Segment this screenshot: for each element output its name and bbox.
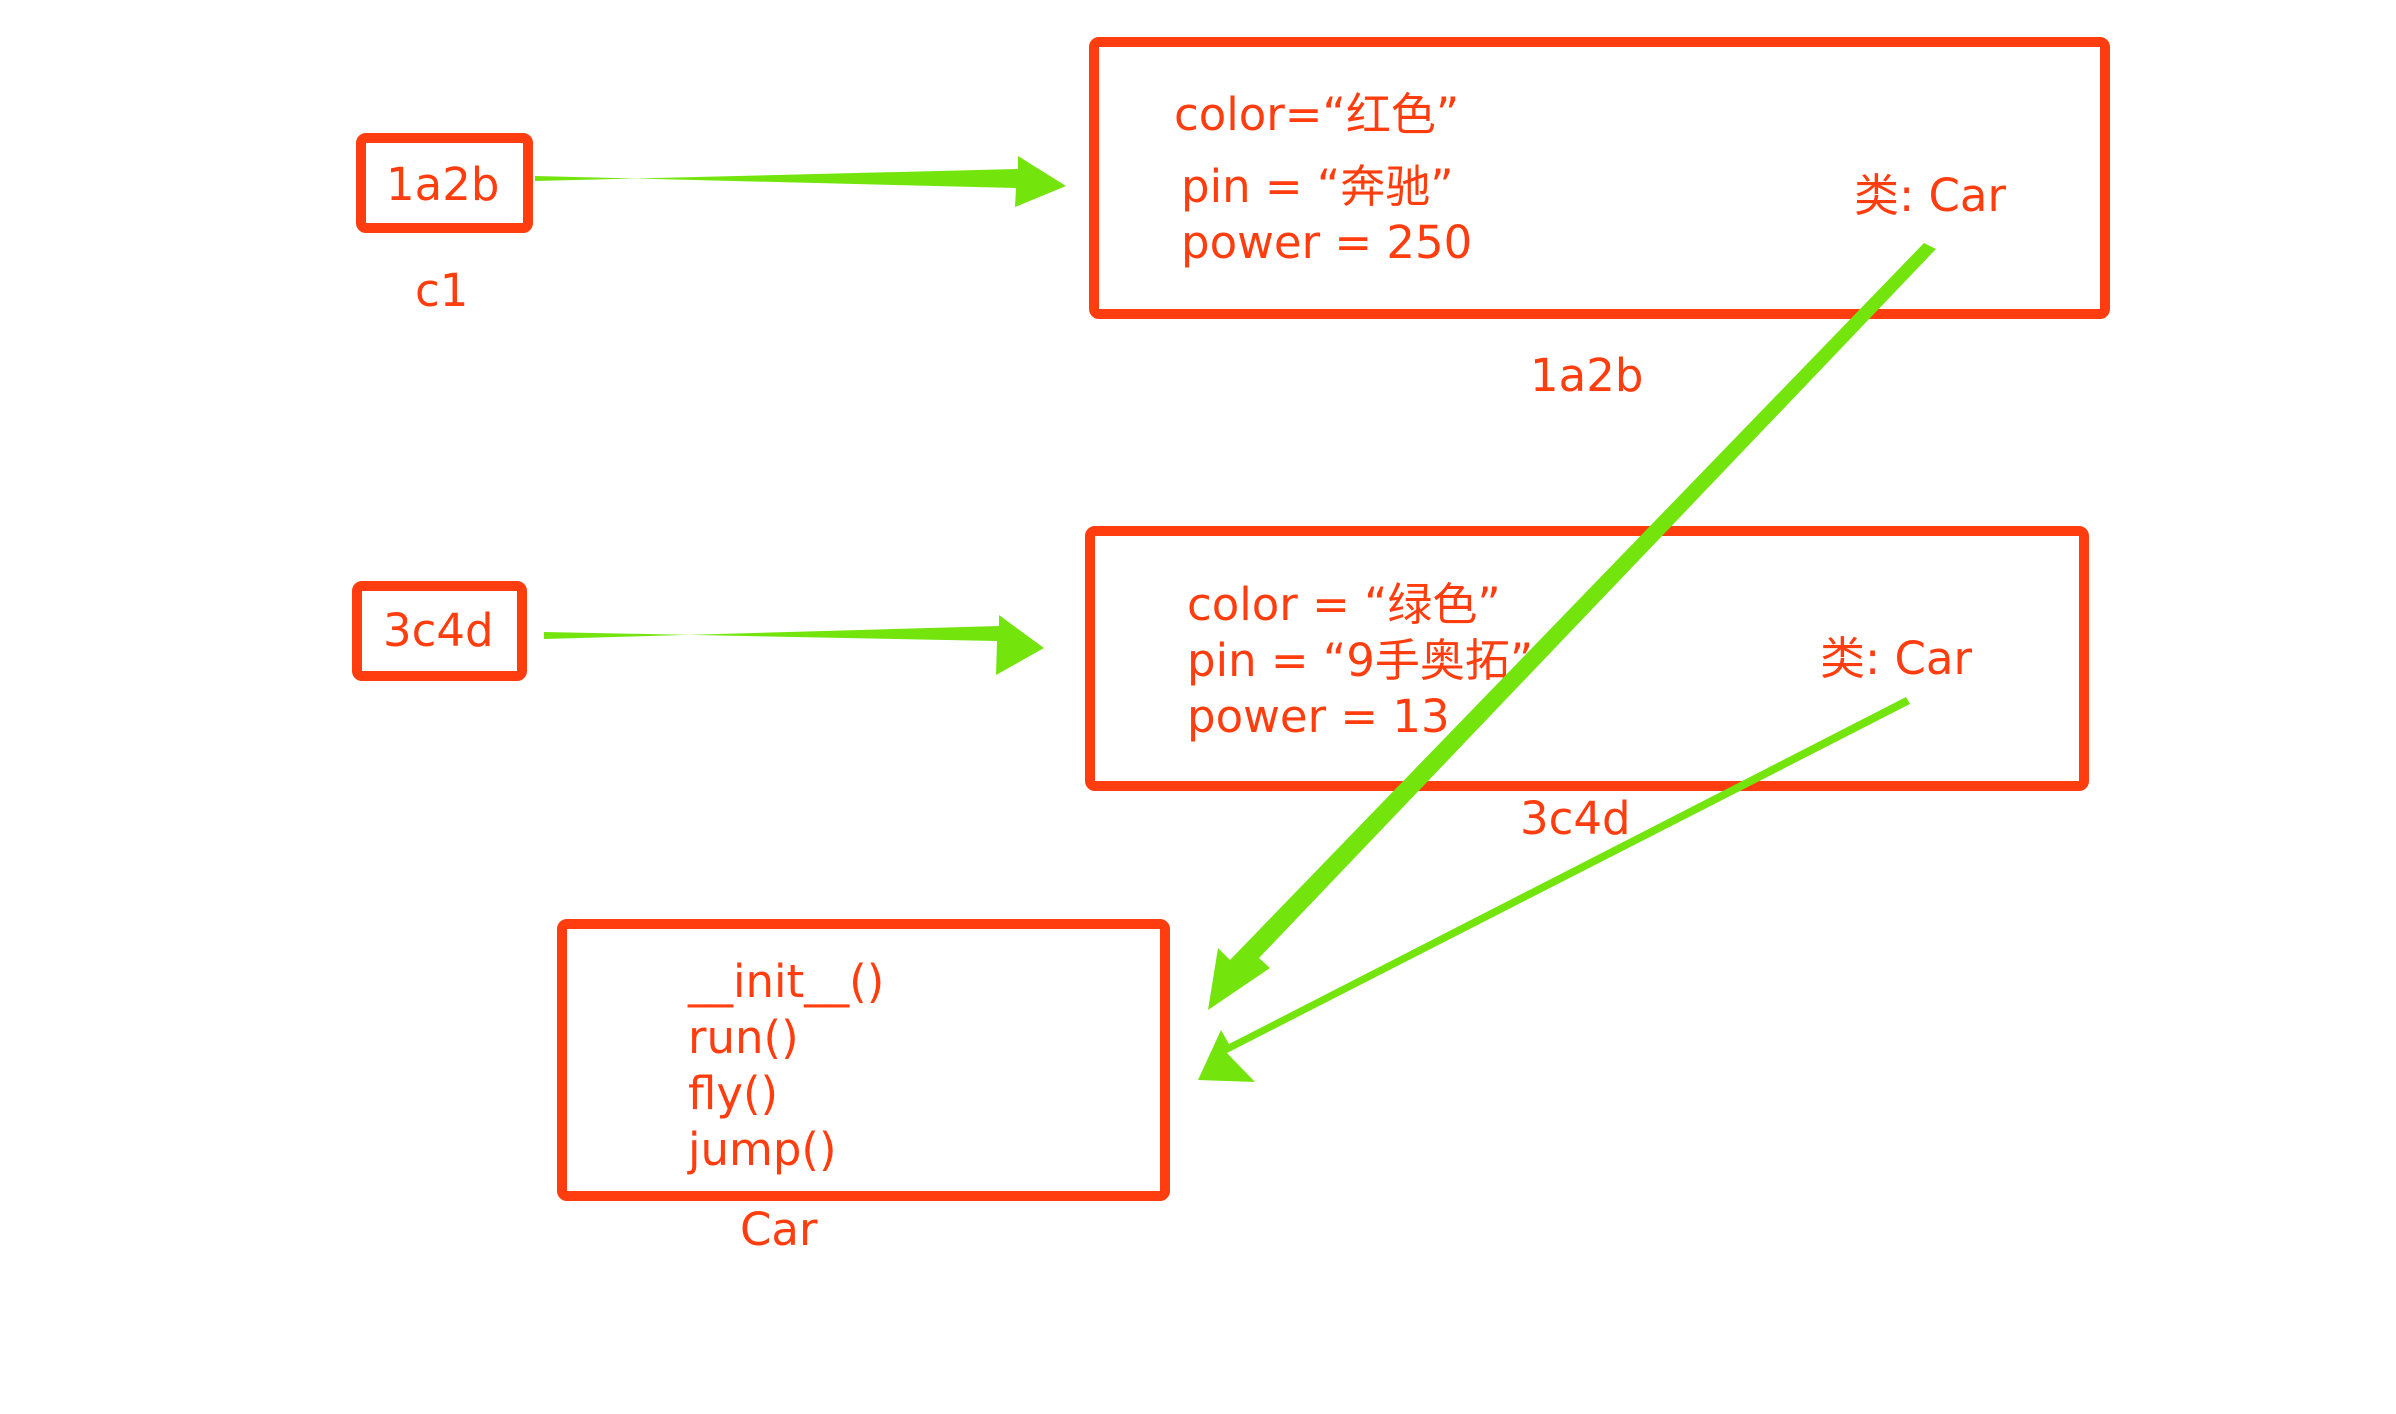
class-car-method-jump: jump() bbox=[688, 1123, 837, 1176]
object-1a2b-line-power: power = 250 bbox=[1181, 216, 1473, 269]
class-car-method-run: run() bbox=[688, 1011, 799, 1064]
reference-c2-address: 3c4d bbox=[383, 604, 494, 657]
object-1a2b-class-label: 类: Car bbox=[1854, 169, 2006, 222]
class-box-car bbox=[557, 919, 1170, 1201]
object-3c4d-class-label: 类: Car bbox=[1820, 632, 1972, 685]
object-3c4d-line-pin: pin = “9手奥拓” bbox=[1187, 634, 1534, 687]
object-3c4d-address-label: 3c4d bbox=[1520, 792, 1631, 845]
class-car-methods: __init__() run() fly() jump() bbox=[688, 959, 884, 1172]
arrow-ref-1a2b-to-object bbox=[535, 156, 1066, 207]
class-car-method-init: __init__() bbox=[688, 955, 885, 1008]
class-car-method-fly: fly() bbox=[688, 1067, 779, 1120]
object-3c4d-line-power: power = 13 bbox=[1187, 690, 1450, 743]
object-1a2b-line-pin: pin = “奔驰” bbox=[1181, 160, 1454, 213]
class-car-label: Car bbox=[740, 1203, 818, 1256]
reference-c1-name: c1 bbox=[415, 264, 469, 317]
object-1a2b-line-color: color=“红色” bbox=[1174, 88, 1460, 141]
reference-box-c2 bbox=[352, 581, 527, 681]
reference-box-c1 bbox=[356, 133, 533, 233]
reference-c1-address: 1a2b bbox=[386, 158, 500, 211]
arrow-ref-3c4d-to-object bbox=[544, 615, 1044, 675]
object-3c4d-line-color: color = “绿色” bbox=[1187, 578, 1501, 631]
object-1a2b-address-label: 1a2b bbox=[1530, 349, 1644, 402]
